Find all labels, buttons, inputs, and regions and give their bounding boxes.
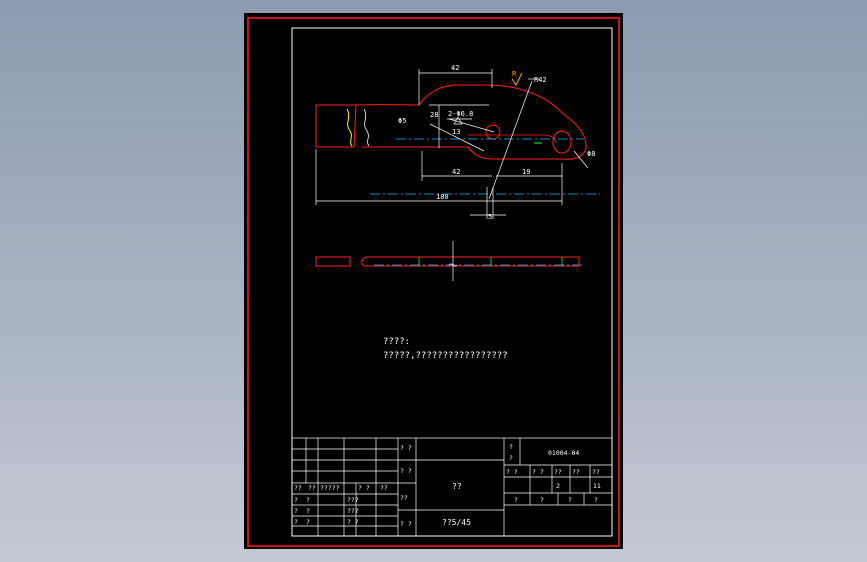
dim-small-offset: 5 xyxy=(488,213,492,221)
tb-mid-label-3: ?? xyxy=(400,494,408,502)
tb-row1-c1: ? xyxy=(294,496,298,504)
centerlines xyxy=(370,138,600,266)
tb-mid-label-2: ? ? xyxy=(400,467,412,475)
tb-row2-c1: ? xyxy=(294,507,298,515)
tb-row2-c4: ??? xyxy=(347,507,359,515)
title-block xyxy=(291,437,613,537)
dim-hole-note-1: 2-Φ6.8 xyxy=(448,110,473,118)
tb-small-value-4: 11 xyxy=(593,482,601,490)
tb-mid-label-1: ? ? xyxy=(400,444,412,452)
side-view-centerline xyxy=(448,241,458,281)
dim-bottom-left: 42 xyxy=(452,168,460,176)
tb-part-name: ?? xyxy=(452,482,462,491)
tb-header-2: ?? xyxy=(308,484,316,492)
dim-bottom-right: 19 xyxy=(522,168,530,176)
tb-small-header-5: ?? xyxy=(592,468,600,476)
tb-small-header-2: ? ? xyxy=(532,468,544,476)
tb-row3-c4: ? ? xyxy=(347,518,359,526)
tb-small-header-1: ? ? xyxy=(506,468,518,476)
tb-small-value-3: 2 xyxy=(556,482,560,490)
tb-small-header-3: ?? xyxy=(554,468,562,476)
tb-header-4: ? ? xyxy=(358,484,370,492)
tb-material: ??5/45 xyxy=(442,518,471,527)
tb-drawing-id-label-1: ? xyxy=(509,443,513,451)
dim-hole-note-2: 13 xyxy=(452,128,460,136)
part-top-view xyxy=(315,84,587,160)
outer-border xyxy=(247,17,620,547)
tb-row3-c2: ? xyxy=(306,518,310,526)
tb-row1-c2: ? xyxy=(306,496,310,504)
dim-vertical: 28 xyxy=(430,111,438,119)
dim-overall-length: 180 xyxy=(436,193,449,201)
tb-header-5: ?? xyxy=(380,484,388,492)
tb-mid-label-4: ? ? xyxy=(400,520,412,528)
side-view-marks xyxy=(418,257,563,266)
tb-row2-c2: ? xyxy=(306,507,310,515)
dim-hole-right: Φ8 xyxy=(587,150,595,158)
drawing-sheet: 42 R R42 Φ5 28 2-Φ6.8 13 Φ8 42 19 180 5 … xyxy=(244,13,623,549)
tb-drawing-id-label-2: ? xyxy=(509,454,513,462)
tb-header-3: ????? xyxy=(320,484,340,492)
notes-line1: ?????,????????????????? xyxy=(383,351,508,361)
dim-radius-top: R42 xyxy=(534,76,547,84)
roughness-symbol xyxy=(511,72,523,86)
part-side-view xyxy=(315,256,580,267)
tb-bottom-header-3: ? xyxy=(568,496,572,504)
tb-drawing-number: 01004-04 xyxy=(548,449,579,457)
cad-drawing: 42 R R42 Φ5 28 2-Φ6.8 13 Φ8 42 19 180 5 … xyxy=(247,17,620,547)
tb-header-1: ?? xyxy=(294,484,302,492)
tb-small-header-4: ?? xyxy=(572,468,580,476)
dimension-lines xyxy=(315,69,589,219)
dim-diameter-left: Φ5 xyxy=(398,117,406,125)
tb-bottom-header-2: ? xyxy=(540,496,544,504)
dim-top-width: 42 xyxy=(451,64,459,72)
tb-bottom-header-4: ? xyxy=(594,496,598,504)
dim-angle-mark: R xyxy=(512,70,517,78)
tb-bottom-header-1: ? xyxy=(514,496,518,504)
notes-title: ????: xyxy=(383,337,410,347)
tb-row3-c1: ? xyxy=(294,518,298,526)
tb-row1-c4: ??? xyxy=(347,496,359,504)
